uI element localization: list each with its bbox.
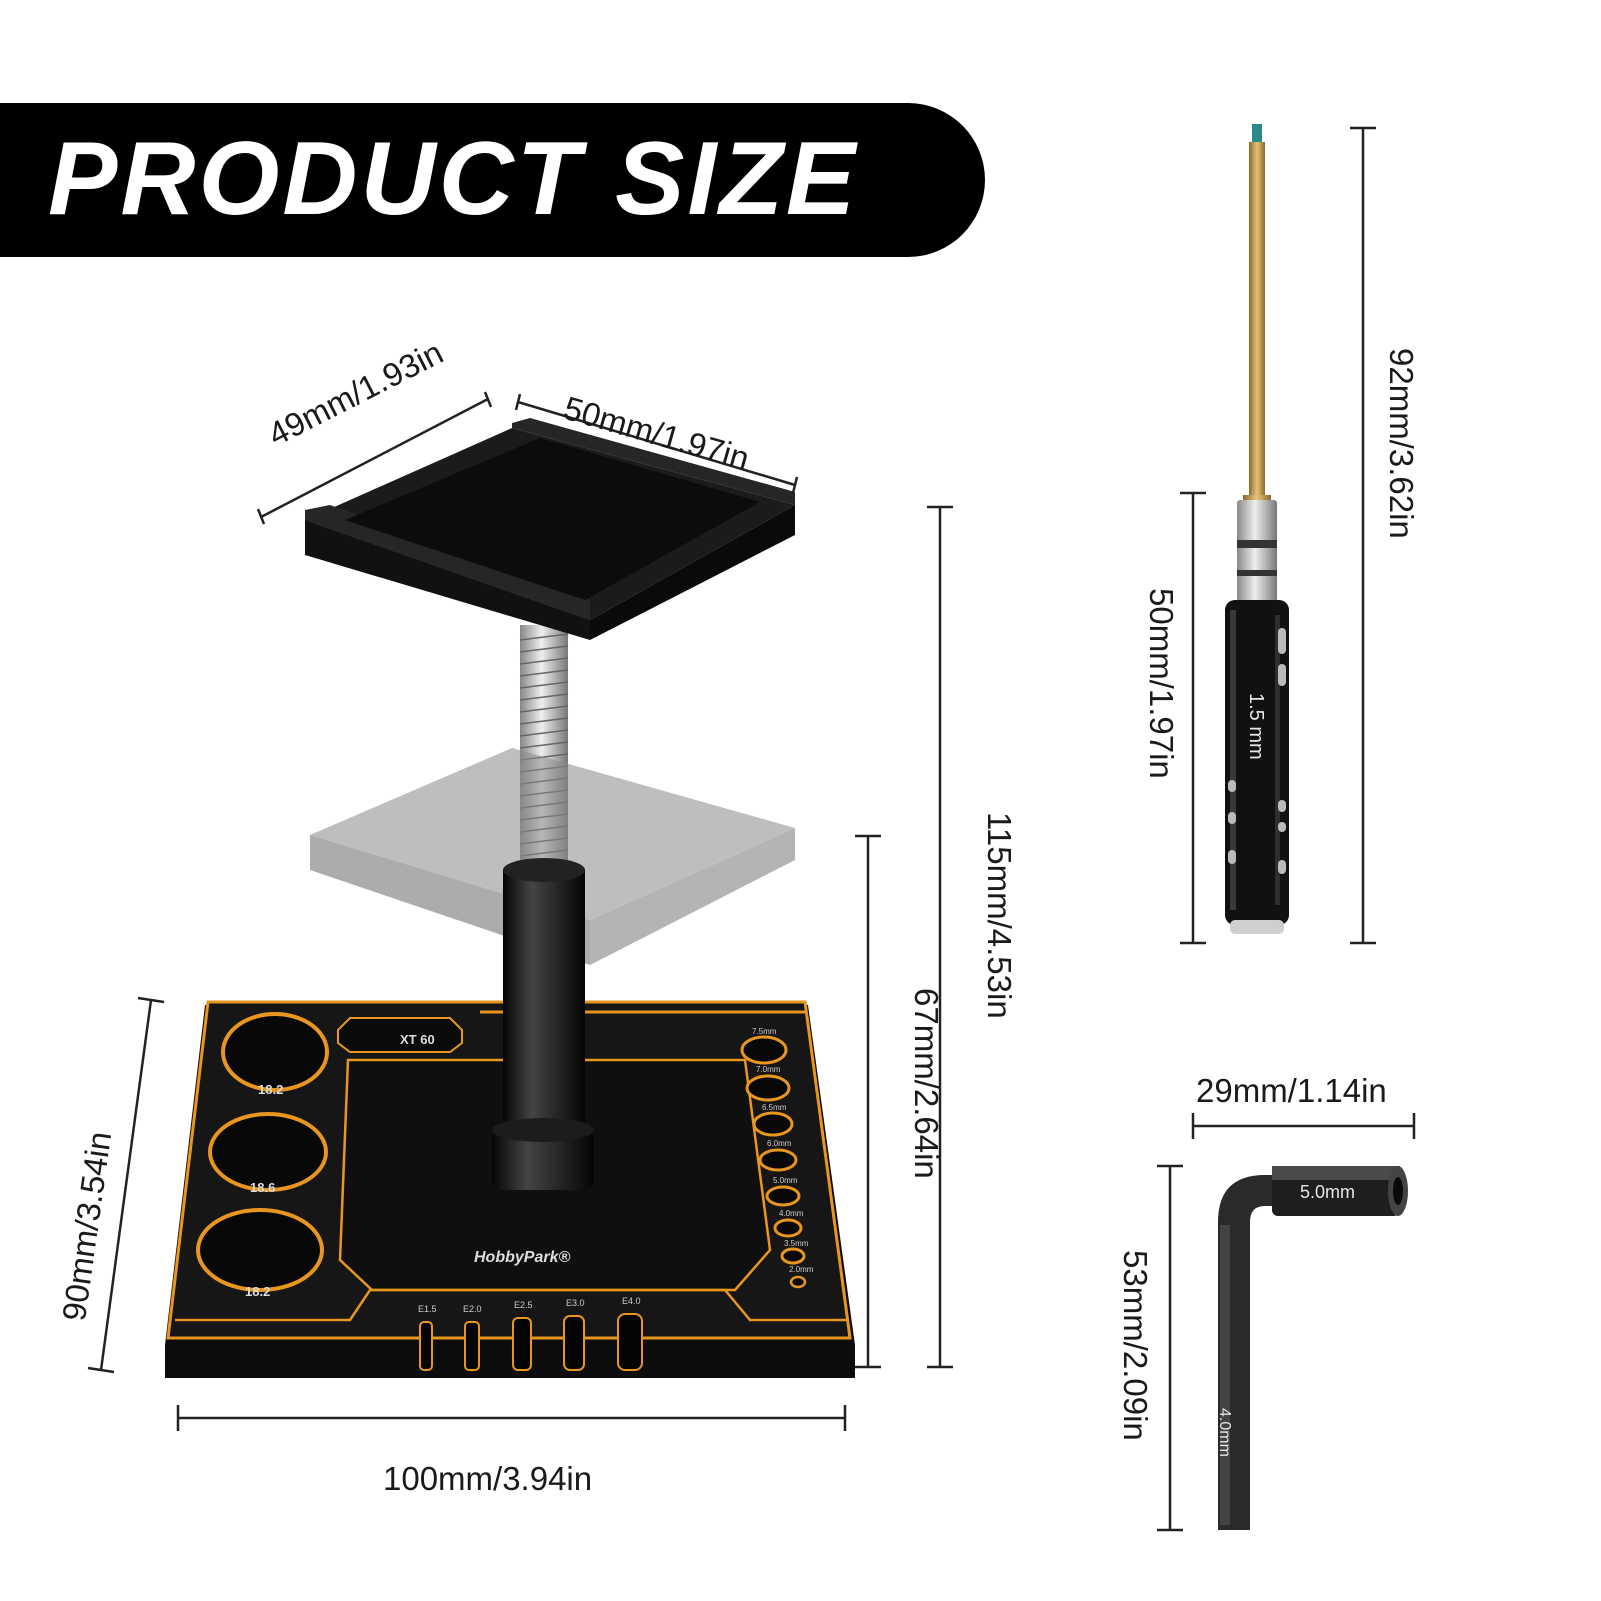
slot-label-3: E2.5 [514,1300,533,1310]
base-width-label: 100mm/3.94in [383,1460,593,1497]
size-label-3: 6.5mm [762,1103,787,1112]
size-label-4: 6.0mm [767,1139,792,1148]
hole-18-6 [208,1112,328,1192]
hole-label-3: 18.2 [245,1284,270,1299]
size-label-6: 4.0mm [779,1209,804,1218]
title-banner [0,103,985,257]
slot-label-4: E3.0 [566,1298,585,1308]
hole-label-2: 18.6 [250,1180,275,1195]
screwdriver-handle-label: 50mm/1.97in [1143,588,1180,779]
slot-label-1: E1.5 [418,1304,437,1314]
size-label-5: 5.0mm [773,1176,798,1185]
hole-label-1: 18.2 [258,1082,283,1097]
hole-18-2-top [221,1012,329,1092]
l-wrench: 5.0mm 4.0mm [1216,1166,1408,1530]
size-label-2: 7.0mm [756,1065,781,1074]
wrench-long-marking: 4.0mm [1216,1408,1233,1457]
adjust-height-label: 67mm/2.64in [908,988,945,1179]
wrench-short-marking: 5.0mm [1300,1182,1355,1202]
xt60-label: XT 60 [400,1032,435,1047]
brand-logo: HobbyPark® [474,1249,570,1266]
wrench-dimension-lines [1157,1113,1416,1532]
stand-dimension-lines [87,391,953,1431]
page-title: PRODUCT SIZE [48,121,859,237]
wrench-height-label: 53mm/2.09in [1117,1250,1154,1441]
size-label-8: 2.0mm [789,1265,814,1274]
total-height-label: 115mm/4.53in [981,812,1018,1019]
screwdriver-total-label: 92mm/3.62in [1383,348,1420,539]
size-label-7: 3.5mm [784,1239,809,1248]
screwdriver-dimension-lines [1180,126,1376,945]
stand: XT 60 18.2 18.6 18.2 HobbyPark® 7.5mm 7.… [165,418,855,1378]
wrench-width-label: 29mm/1.14in [1196,1072,1387,1109]
hole-18-2-bottom [196,1208,324,1292]
screwdriver-marking: 1.5 mm [1245,693,1267,760]
slot-label-5: E4.0 [622,1296,641,1306]
slot-label-2: E2.0 [463,1304,482,1314]
size-label-1: 7.5mm [752,1027,777,1036]
screwdriver: 1.5 mm [1225,124,1289,934]
